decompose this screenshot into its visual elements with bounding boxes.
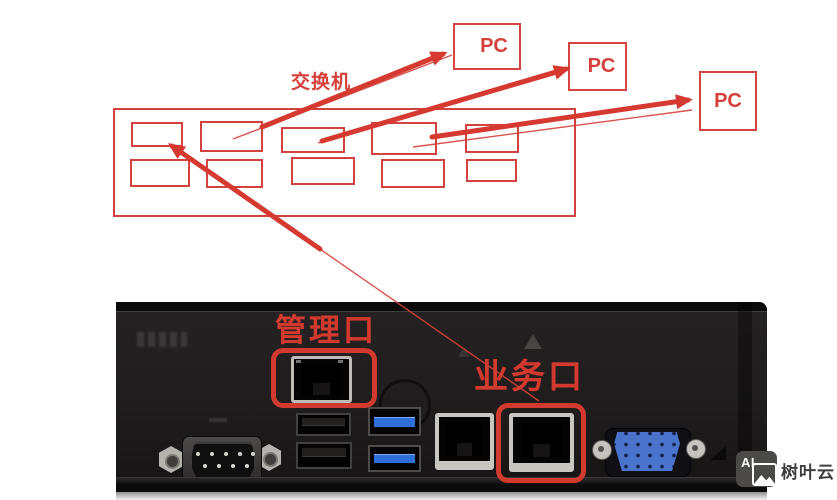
vga-port [614,432,680,471]
pc-box-3: PC [699,71,757,131]
switch-port-rect [466,159,517,182]
switch-port-rect [206,159,263,188]
serial-port-db9 [190,442,256,481]
vga-screw-right [686,439,706,459]
management-port-highlight-box [271,348,377,408]
pc-box-1: PC [453,23,521,70]
usb3-port-top [368,407,421,436]
pc-label: PC [587,55,616,77]
switch-port-rect [130,159,190,187]
switch-port-rect [465,124,519,153]
lan-rj45-port [435,413,494,470]
serial-pin [210,452,214,456]
serial-pin [238,452,242,456]
switch-port-rect [291,157,355,185]
serial-pin [224,452,228,456]
watermark-picture-icon [752,463,777,486]
panel-bottom-bezel [116,477,767,493]
panel-faint-mark [209,418,227,422]
pc-label: PC [714,89,742,112]
switch-label: 交换机 [291,72,352,93]
serial-pin [231,464,235,468]
serial-pin [217,464,221,468]
panel-faint-print [137,332,187,347]
service-rj45-port [509,413,574,472]
warning-triangle-icon [458,347,470,357]
management-port-label: 管理口 [275,313,377,348]
service-port-highlight-box [496,403,586,483]
usb2-port-bottom [296,442,352,469]
vga-screw-left [592,440,612,460]
panel-right-shade [738,302,752,492]
watermark-ai-text: AI [741,455,755,470]
service-port-label: 业务口 [474,358,585,396]
switch-port-rect [381,159,445,188]
pc-label: PC [480,35,508,57]
pc-box-2: PC [568,42,627,91]
switch-port-rect [281,127,345,153]
serial-screw-left [159,446,183,473]
switch-port-rect [131,122,183,147]
usb2-port-top [296,413,351,436]
photo-bottom-fade [116,492,767,500]
usb3-port-bottom [368,445,421,472]
serial-pin [203,464,207,468]
switch-port-rect [200,121,263,152]
serial-pin [245,464,249,468]
switch-port-rect [371,122,437,155]
serial-pin [196,452,200,456]
warning-triangle-icon [524,334,542,349]
watermark-brand-text: 树叶云 [781,463,835,482]
panel-top-bezel [116,302,767,312]
serial-pin [251,452,255,456]
